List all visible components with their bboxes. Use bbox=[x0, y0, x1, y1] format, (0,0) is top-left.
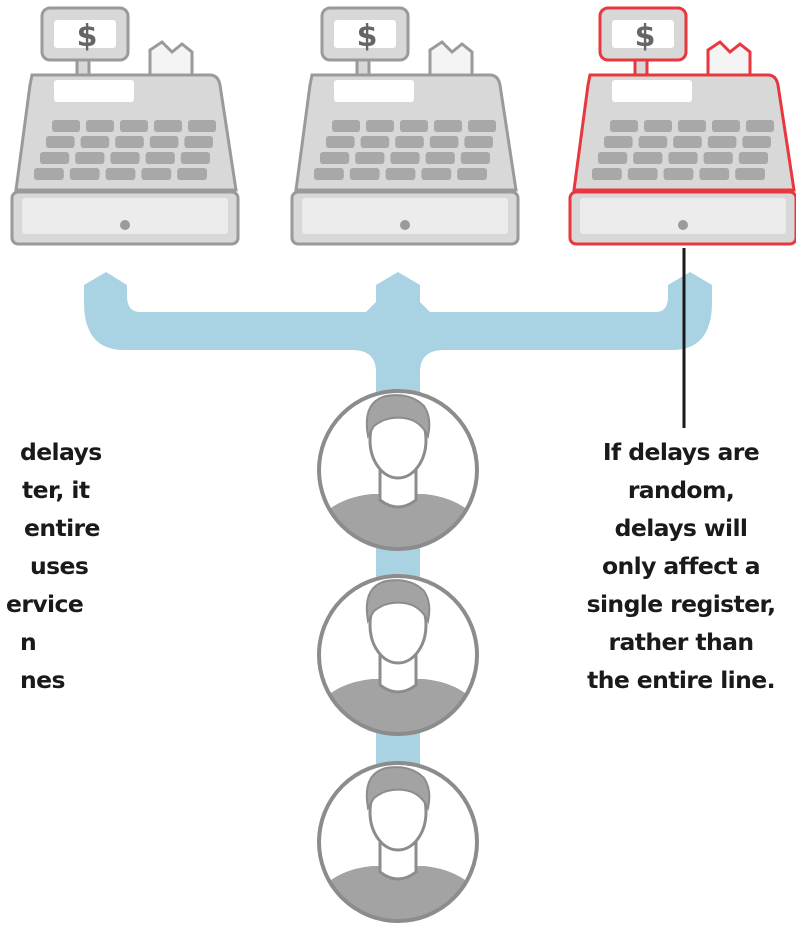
left-caption-line: ervice bbox=[6, 590, 84, 618]
right-caption-line: only affect a bbox=[601, 552, 761, 580]
cash-register-1: $ bbox=[10, 6, 240, 246]
register-key bbox=[52, 120, 80, 132]
right-caption-line: If delays are bbox=[602, 438, 760, 466]
register-key bbox=[80, 136, 110, 148]
dollar-sign-icon: $ bbox=[357, 19, 378, 54]
cash-register-3-highlighted: $ bbox=[568, 6, 796, 246]
register-key bbox=[678, 120, 706, 132]
right-caption-line: random, bbox=[627, 476, 735, 504]
register-key bbox=[434, 120, 462, 132]
register-key bbox=[154, 120, 182, 132]
register-key bbox=[746, 120, 774, 132]
register-key bbox=[638, 136, 668, 148]
register-key bbox=[40, 152, 70, 164]
register-key bbox=[425, 152, 455, 164]
right-caption-line: rather than bbox=[608, 628, 754, 656]
register-key bbox=[120, 120, 148, 132]
register-key bbox=[105, 168, 136, 180]
register-key bbox=[627, 168, 658, 180]
register-key bbox=[314, 168, 344, 180]
left-caption-line: uses bbox=[30, 552, 89, 580]
dollar-sign-icon: $ bbox=[77, 19, 98, 54]
register-key bbox=[673, 136, 702, 148]
register-key bbox=[385, 168, 416, 180]
register-key bbox=[460, 152, 490, 164]
left-caption-line: nes bbox=[20, 666, 65, 694]
register-key bbox=[184, 136, 213, 148]
register-key bbox=[610, 120, 638, 132]
register-key bbox=[141, 168, 172, 180]
register-key bbox=[188, 120, 216, 132]
register-key bbox=[34, 168, 64, 180]
right-caption-line: delays will bbox=[614, 514, 748, 542]
register-key bbox=[712, 120, 740, 132]
register-key bbox=[349, 168, 380, 180]
register-key bbox=[699, 168, 730, 180]
left-caption: delays ter, it entire uses ervice n nes bbox=[0, 433, 110, 699]
register-key bbox=[703, 152, 733, 164]
register-key bbox=[366, 120, 394, 132]
register-key bbox=[110, 152, 140, 164]
register-key bbox=[326, 136, 355, 148]
register-key bbox=[360, 136, 390, 148]
right-caption: If delays are random, delays will only a… bbox=[566, 433, 796, 699]
register-key bbox=[421, 168, 452, 180]
register-key bbox=[75, 152, 105, 164]
register-key bbox=[464, 136, 493, 148]
register-key bbox=[429, 136, 459, 148]
register-key bbox=[145, 152, 175, 164]
register-key bbox=[355, 152, 385, 164]
customer-avatar-3 bbox=[317, 761, 479, 923]
dollar-sign-icon: $ bbox=[635, 19, 656, 54]
left-caption-line: entire bbox=[24, 514, 100, 542]
left-caption-line: n bbox=[20, 628, 37, 656]
register-key bbox=[668, 152, 698, 164]
register-key bbox=[180, 152, 210, 164]
register-key bbox=[592, 168, 622, 180]
register-key bbox=[115, 136, 144, 148]
register-key bbox=[735, 168, 765, 180]
register-key bbox=[320, 152, 350, 164]
register-key bbox=[644, 120, 672, 132]
register-key bbox=[457, 168, 487, 180]
register-key bbox=[633, 152, 663, 164]
right-caption-line: the entire line. bbox=[587, 666, 775, 694]
left-caption-line: delays bbox=[20, 438, 102, 466]
register-key bbox=[400, 120, 428, 132]
register-key bbox=[86, 120, 114, 132]
cash-register-2: $ bbox=[290, 6, 520, 246]
register-key bbox=[46, 136, 75, 148]
register-key bbox=[738, 152, 768, 164]
register-key bbox=[604, 136, 633, 148]
register-key bbox=[663, 168, 694, 180]
register-key bbox=[468, 120, 496, 132]
register-key bbox=[177, 168, 207, 180]
right-caption-line: single register, bbox=[586, 590, 776, 618]
register-key bbox=[742, 136, 771, 148]
register-key bbox=[707, 136, 737, 148]
register-key bbox=[598, 152, 628, 164]
register-key bbox=[390, 152, 420, 164]
customer-avatar-2 bbox=[317, 574, 479, 736]
register-key bbox=[149, 136, 179, 148]
register-key bbox=[332, 120, 360, 132]
register-key bbox=[69, 168, 100, 180]
left-caption-line: ter, it bbox=[22, 476, 90, 504]
register-key bbox=[395, 136, 424, 148]
customer-avatar-1 bbox=[317, 389, 479, 551]
